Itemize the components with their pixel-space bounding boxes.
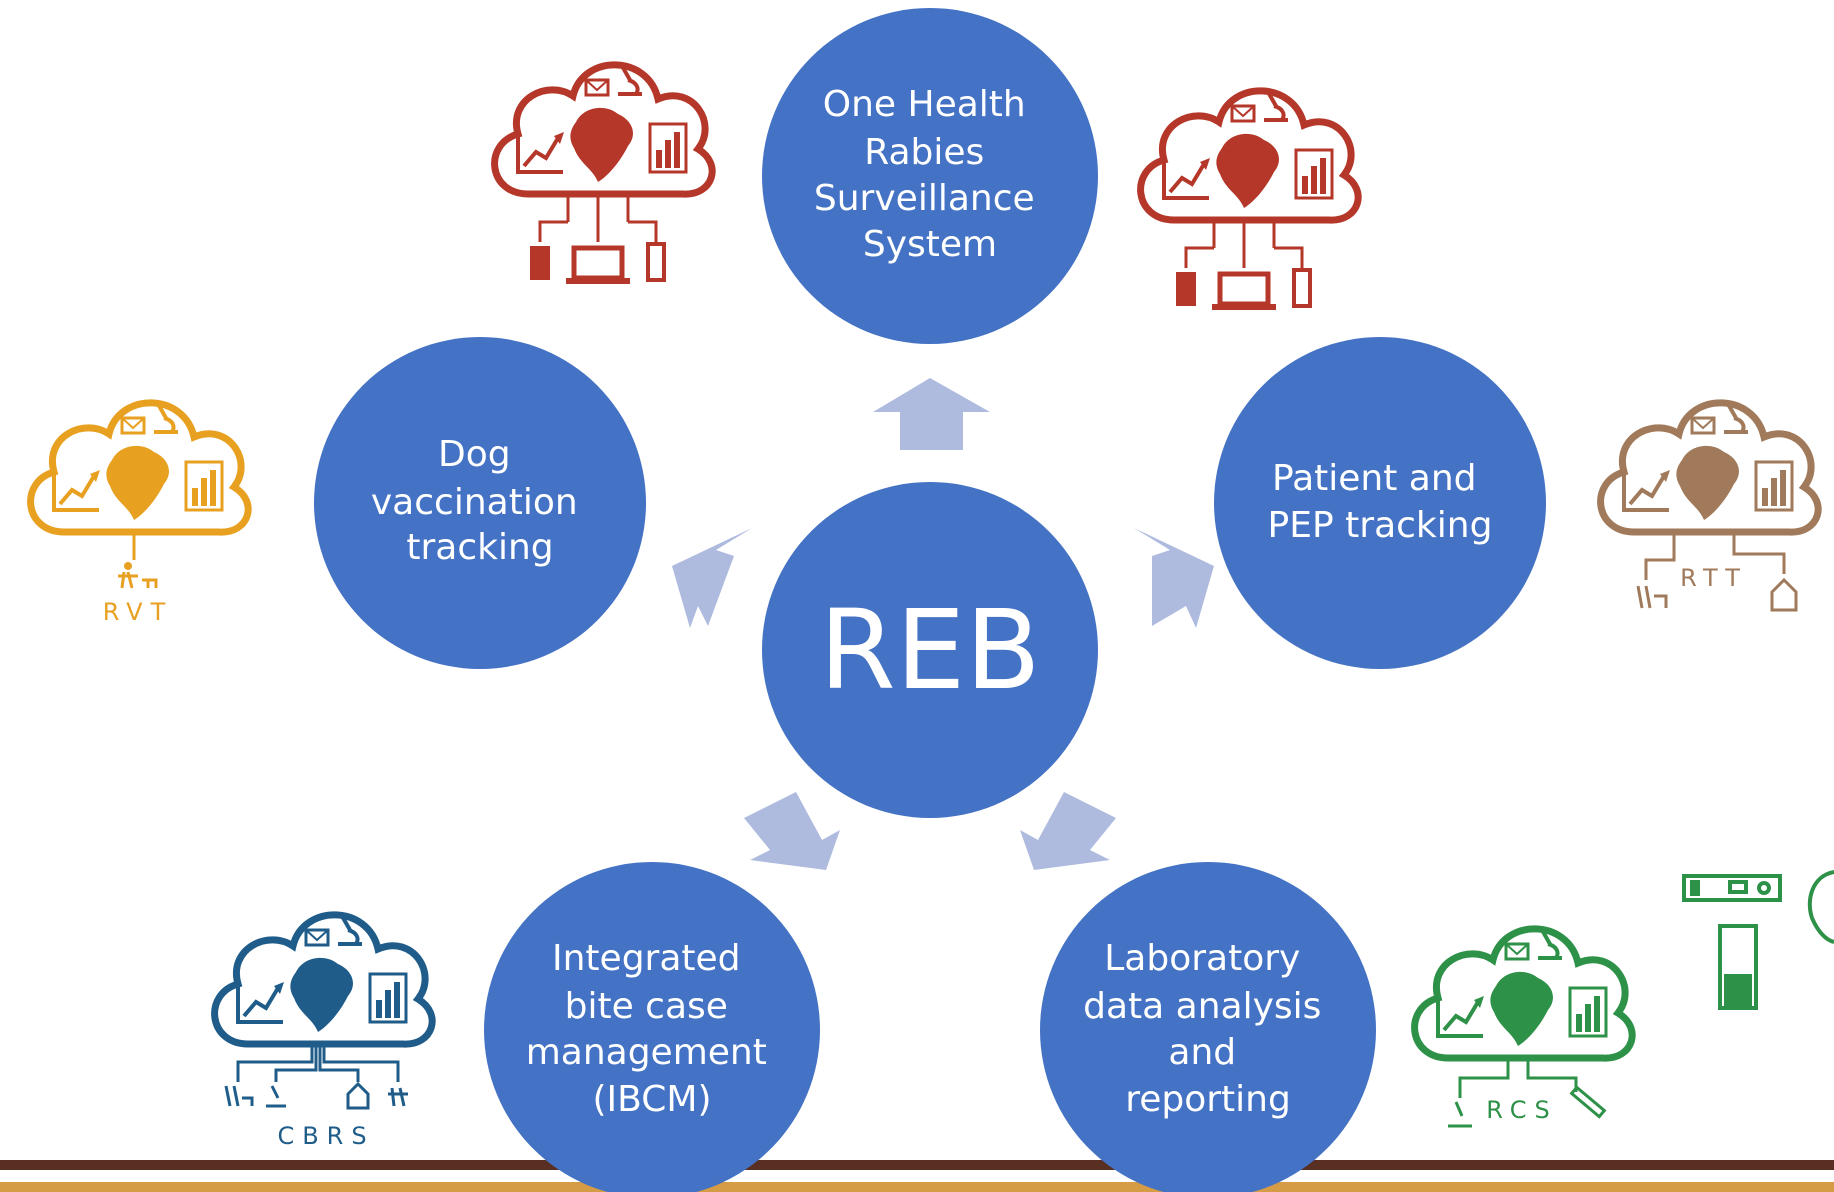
node-surveillance-line-3: Surveillance <box>814 178 1035 219</box>
arrow-up-right <box>1134 528 1214 628</box>
arrows <box>672 378 1214 870</box>
arrow-down-right <box>1020 792 1116 870</box>
node-dog-vaccination: Dog vaccination tracking <box>314 337 646 669</box>
node-dog-line-1: Dog <box>438 434 511 475</box>
cloud-icon-rcs: RCS <box>1415 929 1633 1128</box>
arrow-up <box>873 378 990 450</box>
node-circle <box>314 337 646 669</box>
node-dog-line-2: vaccination <box>371 482 578 523</box>
node-ibcm-line-3: management <box>526 1032 767 1073</box>
cloud-icon-top-right <box>1141 91 1359 310</box>
test-strip-icon <box>1682 874 1782 902</box>
svg-text:Patient and PEP tracking: Patient and PEP tracking <box>1268 458 1493 546</box>
cloud-icon-rvt: RVT <box>31 403 249 626</box>
node-surveillance-line-1: One Health <box>823 84 1026 125</box>
node-ibcm-line-4: (IBCM) <box>593 1079 712 1120</box>
cloud-label-cbrs: CBRS <box>277 1122 374 1150</box>
lab-device-icon-cluster <box>1682 870 1834 1010</box>
node-surveillance: One Health Rabies Surveillance System <box>762 8 1098 344</box>
cloud-edge-icon <box>1807 870 1834 944</box>
bottom-band-dark <box>0 1160 1834 1170</box>
svg-text:Dog vaccination tr: Dog vaccination tracking <box>371 434 589 568</box>
node-lab-line-2: data analysis <box>1083 986 1321 1027</box>
cloud-label-rtt: RTT <box>1680 564 1748 592</box>
node-circle <box>1214 337 1546 669</box>
phone-icon <box>1718 924 1758 1010</box>
svg-text:Laboratory data analysis: Laboratory data analysis and reporting <box>1083 938 1333 1120</box>
node-lab-line-4: reporting <box>1125 1079 1291 1120</box>
node-dog-line-3: tracking <box>406 527 553 568</box>
node-circle <box>762 8 1098 344</box>
node-surveillance-line-2: Rabies <box>864 132 984 173</box>
node-ibcm-line-1: Integrated <box>552 938 741 979</box>
node-patient-line-1: Patient and <box>1272 458 1477 499</box>
cloud-icon-rtt: RTT <box>1601 403 1819 612</box>
arrow-down-left <box>744 792 840 870</box>
node-lab-line-3: and <box>1168 1032 1236 1073</box>
center-circle <box>762 482 1098 818</box>
node-ibcm-line-2: bite case <box>565 986 728 1027</box>
svg-text:Integrated bite case: Integrated bite case management (IBCM) <box>526 938 779 1120</box>
node-laboratory: Laboratory data analysis and reporting <box>1040 862 1376 1192</box>
node-patient-line-2: PEP tracking <box>1268 505 1493 546</box>
node-surveillance-line-4: System <box>863 224 997 265</box>
cloud-label-rcs: RCS <box>1486 1096 1557 1124</box>
arrow-up-left <box>672 528 752 628</box>
center-label: REB <box>819 586 1040 714</box>
node-circle <box>1040 862 1376 1192</box>
svg-text:One Health Rabies: One Health Rabies Surveillance System <box>814 84 1046 265</box>
cloud-label-rvt: RVT <box>103 598 173 626</box>
node-ibcm: Integrated bite case management (IBCM) <box>484 862 820 1192</box>
node-patient-pep: Patient and PEP tracking <box>1214 337 1546 669</box>
node-lab-line-1: Laboratory <box>1104 938 1300 979</box>
cloud-icon-cbrs: CBRS <box>215 915 433 1150</box>
node-circle <box>484 862 820 1192</box>
node-center-reb: REB <box>762 482 1098 818</box>
bottom-band-light <box>0 1182 1834 1192</box>
cloud-icon-top-left <box>495 65 713 284</box>
